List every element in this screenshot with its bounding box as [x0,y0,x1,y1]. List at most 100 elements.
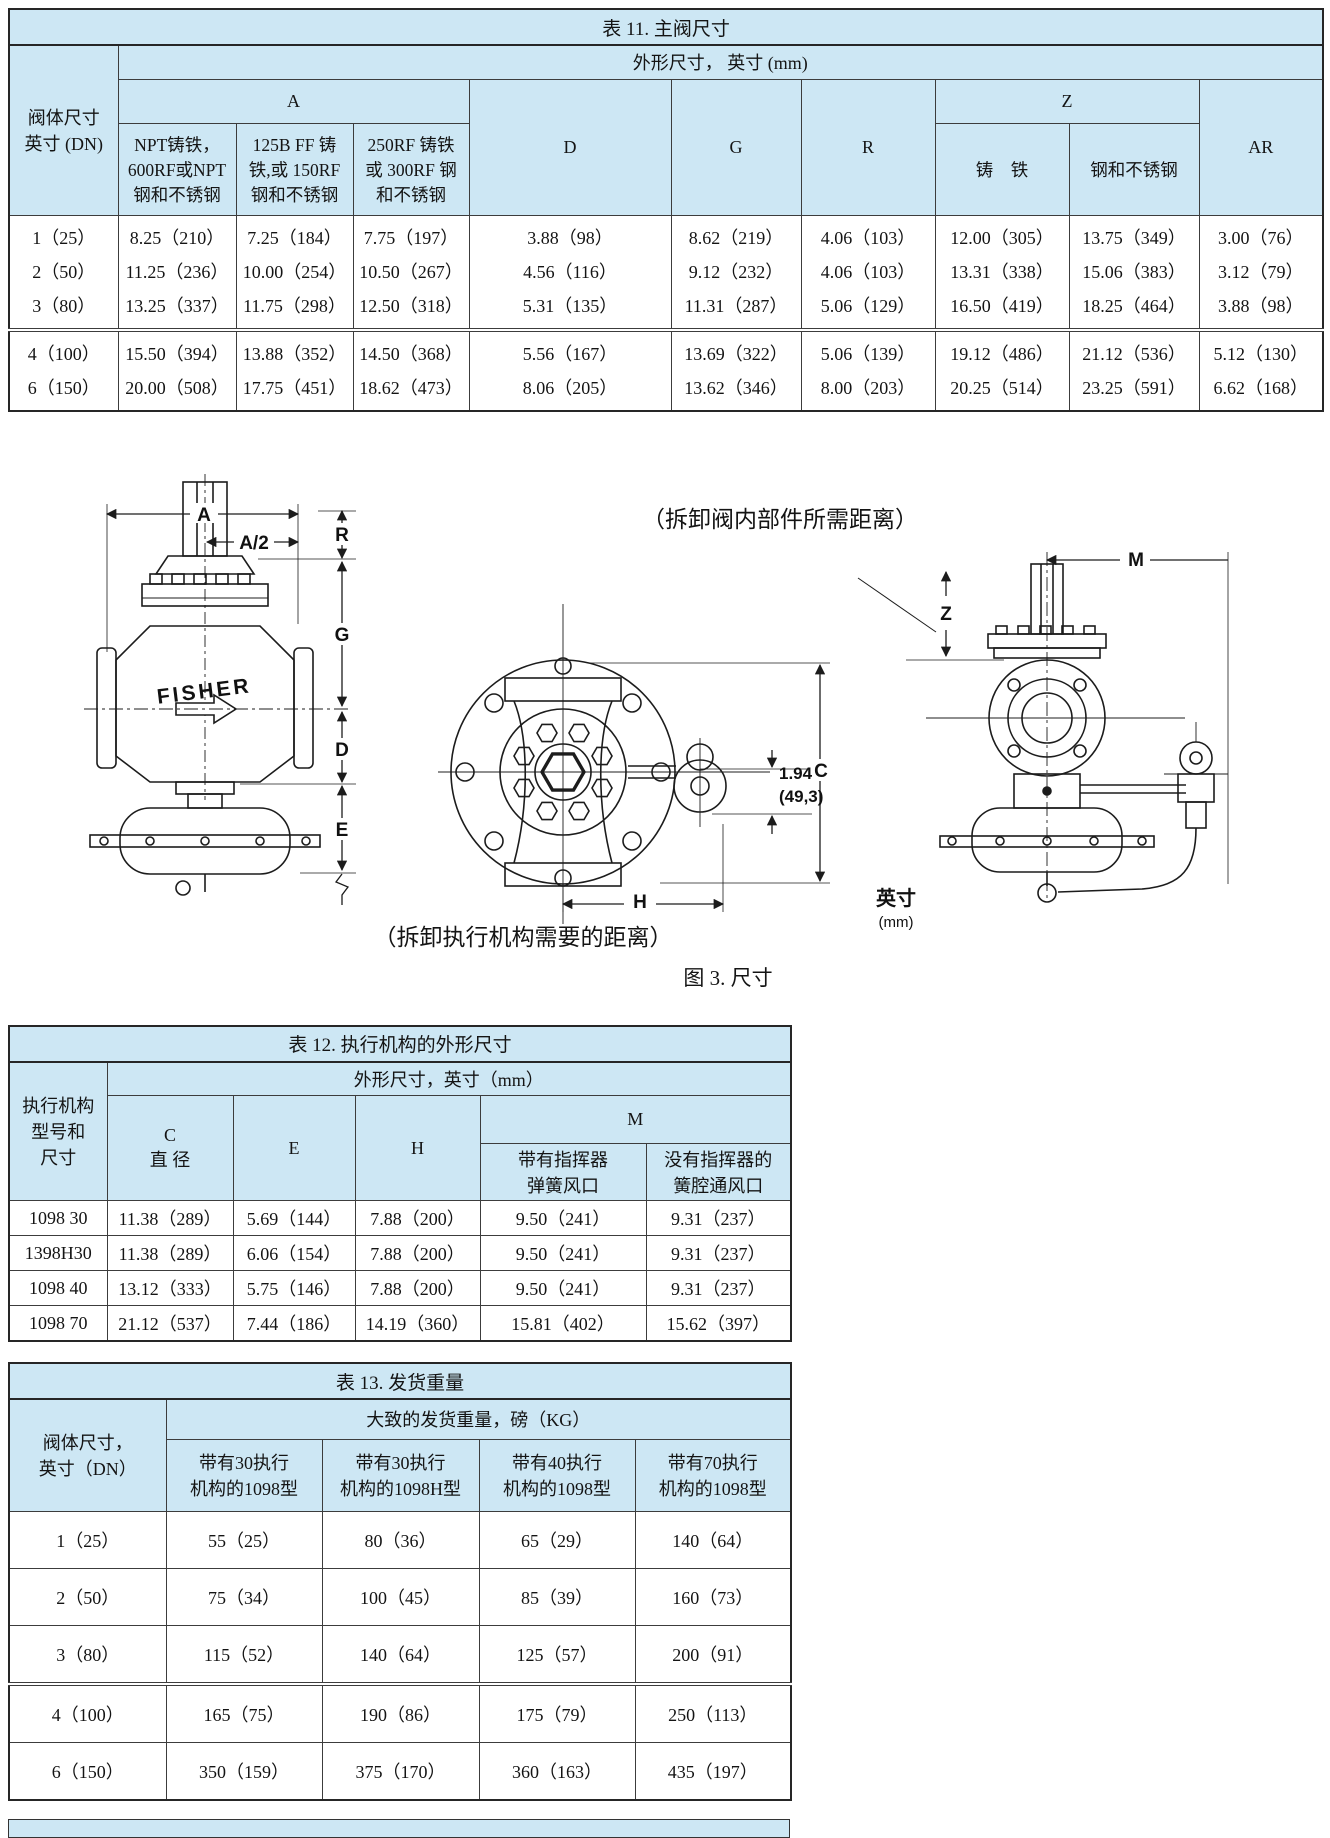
t12-cell: 14.19（360） [354,1305,481,1342]
t12-row-label: 1098 40 [8,1270,108,1306]
t11-value: 8.00（203） [820,377,916,398]
col-header-e: E [232,1095,356,1201]
t12-cell: 5.69（144） [232,1200,356,1236]
t11-value: 17.75（451） [242,377,347,398]
figure-unit-mm: (mm) [879,914,914,931]
dim-label-r: R [335,525,349,546]
t11-value: 8.25（210） [129,227,225,248]
t11-value: 20.25（514） [950,377,1054,398]
label-backer [331,817,353,840]
front-view-drawing [84,473,352,896]
col-header-a: A [117,78,470,124]
t11-cell: 19.12（486） 20.25（514） [934,327,1070,411]
side-view-drawing [926,551,1228,903]
t11-value: 13.75（349） [1082,227,1186,248]
col-header-valve-body-size: 阀体尺寸 英寸 (DN) [8,44,119,216]
t13-row-label: 1（25） [8,1510,167,1569]
t12-cell: 7.88（200） [354,1200,481,1236]
col-group-outline-dimensions: 外形尺寸，英寸（mm） [106,1061,792,1096]
t11-value: 8.62（219） [688,227,784,248]
t12-cell: 11.38（289） [106,1235,234,1271]
t11-value: 13.88（352） [242,343,347,364]
t12-row-label: 1098 30 [8,1200,108,1236]
t12-cell: 7.88（200） [354,1235,481,1271]
t12-cell: 9.31（237） [645,1270,792,1306]
t12-cell: 15.81（402） [479,1305,647,1342]
t11-value: 4.56（116） [523,261,617,282]
t13-cell: 140（64） [321,1624,480,1684]
t11-value: 19.12（486） [950,343,1054,364]
table13-title: 表 13. 发货重量 [8,1362,792,1400]
col-header-1098-70: 带有70执行 机构的1098型 [634,1438,792,1512]
t11-value: 7.75（197） [363,227,459,248]
t13-cell: 435（197） [634,1741,792,1800]
t11-value: 11.31（287） [684,295,788,316]
col-group-outline-dimensions: 外形尺寸， 英寸 (mm) [117,44,1324,80]
t11-value: 13.69（322） [684,343,788,364]
t11-value: 3.12（79） [1218,261,1304,282]
table-row: 1（25） 55（25） 80（36） 65（29） 140（64） [8,1510,792,1569]
col-header-m: M [479,1095,792,1144]
t11-value: 21.12（536） [1082,343,1186,364]
t11-value: 5.12（130） [1213,343,1309,364]
t11-cell: 5.06（139）8.00（203） [800,327,936,411]
t12-cell: 9.50（241） [479,1235,647,1271]
t13-cell: 140（64） [634,1510,792,1569]
table-row: 1098 30 11.38（289） 5.69（144） 7.88（200） 9… [8,1200,792,1236]
t11-value: 10.00（254） [242,261,347,282]
col-header-valve-body-size: 阀体尺寸， 英寸（DN） [8,1398,167,1512]
t11-value: 11.75（298） [243,295,346,316]
dim-label-m: M [1128,550,1144,571]
table-main-valve-dimensions: 表 11. 主阀尺寸 阀体尺寸 英寸 (DN) 外形尺寸， 英寸 (mm) A … [8,8,1325,412]
label-backer [1120,548,1150,569]
t11-cell: 14.50（368）18.62（473） [352,327,470,411]
t13-cell: 75（34） [165,1567,323,1626]
t11-value: 14.50（368） [359,343,463,364]
col-header-1098h-30: 带有30执行 机构的1098H型 [321,1438,480,1512]
figure-unit-label: 英寸 [876,886,916,910]
dim-label-a: A [197,505,211,526]
t11-cell: 3.00（76）3.12（79）3.88（98） [1198,214,1324,330]
t13-cell: 350（159） [165,1741,323,1800]
t11-value: 5.31（135） [522,295,618,316]
t11-value: 5.56（167） [522,343,618,364]
t11-value: 12.00（305） [950,227,1054,248]
col-header-m-with-pilot: 带有指挥器 弹簧风口 [479,1143,647,1201]
flange-face-view-drawing [438,603,770,924]
t12-cell: 21.12（537） [106,1305,234,1342]
label-backer [808,758,832,781]
dim-label-g: G [335,625,350,646]
t12-cell: 9.50（241） [479,1270,647,1306]
table-row-group-large-sizes: 4（100）6（150） 15.50（394）20.00（508） 13.88（… [8,327,1324,411]
front-view-dimensions [105,503,356,905]
t12-cell: 9.31（237） [645,1235,792,1271]
col-header-1098-40: 带有40执行 机构的1098型 [478,1438,636,1512]
t11-value: 11.25（236） [125,261,229,282]
t11-value: 13.62（346） [684,377,788,398]
t11-value: 3.00（76） [1218,227,1304,248]
t11-value: 6（150） [27,377,100,398]
t11-value: 4（100） [27,343,100,364]
t11-cell: 1（25）2（50）3（80） [8,214,119,330]
dim-label-d: D [335,740,349,761]
t13-cell: 125（57） [478,1624,636,1684]
col-header-a-125b: 125B FF 铸 铁,或 150RF 钢和不锈钢 [235,122,354,216]
t12-row-label: 1098 70 [8,1305,108,1342]
col-header-a-npt: NPT铸铁， 600RF或NPT 钢和不锈钢 [117,122,237,216]
col-header-z-cast-iron: 铸 铁 [934,122,1070,216]
t12-row-label: 1398H30 [8,1235,108,1271]
col-group-shipping-weight: 大致的发货重量，磅（KG） [165,1398,792,1440]
col-header-actuator-type: 执行机构 型号和 尺寸 [8,1061,108,1201]
t12-cell: 15.62（397） [645,1305,792,1342]
dim-label-h: H [633,892,647,913]
table-row: 3（80） 115（52） 140（64） 125（57） 200（91） [8,1624,792,1684]
t13-row-label: 3（80） [8,1624,167,1684]
t13-row-label: 6（150） [8,1741,167,1800]
label-backer [331,622,353,645]
col-header-z-steel: 钢和不锈钢 [1068,122,1200,216]
t13-cell: 65（29） [478,1510,636,1569]
figure-note-bottom: （拆卸执行机构需要的距离） [374,925,673,950]
t11-cell: 12.00（305）13.31（338）16.50（419） [934,214,1070,330]
t13-cell: 160（73） [634,1567,792,1626]
t11-value: 20.00（508） [125,377,229,398]
